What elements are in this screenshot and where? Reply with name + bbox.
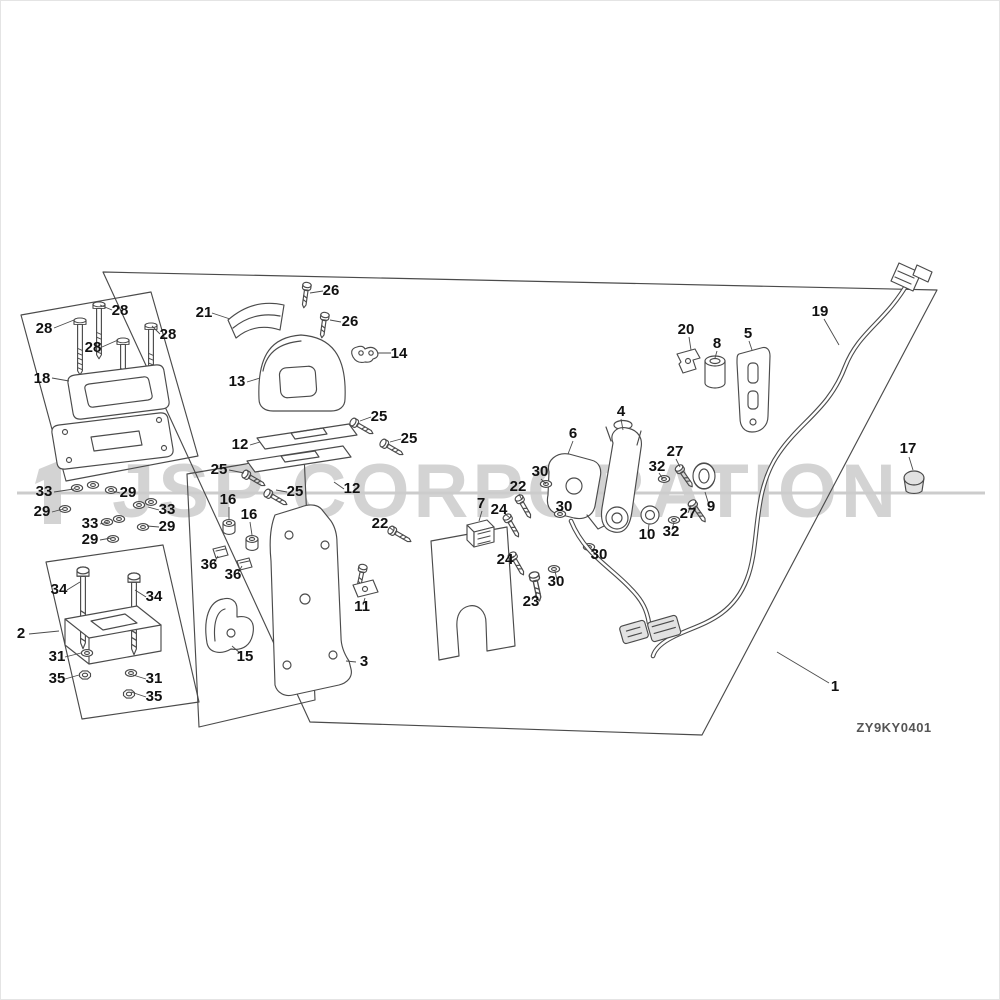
part-label-13: 13 [229,373,246,390]
part-label-20: 20 [678,321,695,338]
bracket-3-group [269,504,414,697]
part-label-28-d: 28 [160,326,177,343]
part-label-26-b: 26 [342,313,359,330]
part-label-14: 14 [391,345,408,362]
part-label-32-a: 32 [649,458,666,475]
leader-lines [28,290,914,698]
part-label-24-b: 24 [497,551,514,568]
part-label-6: 6 [569,425,577,442]
cap-17 [903,470,925,495]
part-label-34-a: 34 [51,581,68,598]
part-label-31-a: 31 [49,648,66,665]
part-label-36-a: 36 [201,556,218,573]
part-label-26-a: 26 [323,282,340,299]
panel-bottom-left [45,544,200,720]
clip-36-parts [212,545,253,571]
part-label-21: 21 [196,304,213,321]
part-label-30-b: 30 [556,498,573,515]
part-label-17: 17 [900,440,917,457]
part-label-24-a: 24 [491,501,508,518]
part-label-29-d: 29 [82,531,99,548]
part-label-9: 9 [707,498,715,515]
outer-sheet [102,271,938,736]
part-label-27-a: 27 [667,443,684,460]
part-label-34-b: 34 [146,588,163,605]
part-label-33-c: 33 [82,515,99,532]
clamp-11 [352,563,379,598]
part-label-7: 7 [477,495,485,512]
part-labels: 26 26 21 28 28 28 28 18 13 14 19 20 8 5 … [17,282,917,705]
clamp-20 [676,348,701,374]
part-label-25-a: 25 [371,408,388,425]
connector-top [890,262,933,292]
grommet-9 [692,462,716,490]
part-label-5: 5 [744,325,752,342]
lever-4-cluster [600,419,716,533]
part-label-1: 1 [831,678,839,695]
bracket-5 [736,346,771,433]
part-label-36-b: 36 [225,566,242,583]
part-label-3: 3 [360,653,368,670]
panel-top-left [20,291,199,482]
part-label-35-a: 35 [49,670,66,687]
part-label-25-d: 25 [287,483,304,500]
part-label-8: 8 [713,335,721,352]
part-label-12-b: 12 [344,480,361,497]
part-label-19: 19 [812,303,829,320]
part-label-33-a: 33 [36,483,53,500]
part-label-27-b: 27 [680,505,697,522]
part-label-22-b: 22 [372,515,389,532]
part-label-10: 10 [639,526,656,543]
switch-6-cluster [430,453,607,661]
part-label-32-b: 32 [663,523,680,540]
part-label-30-d: 30 [591,546,608,563]
part-label-33-b: 33 [159,501,176,518]
part-label-28-b: 28 [36,320,53,337]
part-label-2: 2 [17,625,25,642]
part-label-28-a: 28 [112,302,129,319]
part-label-15: 15 [237,648,254,665]
clip-14 [351,345,379,364]
part-label-29-a: 29 [120,484,137,501]
part-label-30-a: 30 [532,463,549,480]
part-label-16-b: 16 [241,506,258,523]
cable-19-group [568,262,933,659]
part-label-16-a: 16 [220,491,237,508]
part-label-25-b: 25 [401,430,418,447]
part-label-12-a: 12 [232,436,249,453]
housing-13-group [227,281,379,412]
panel-middle [186,453,316,728]
diagram-code: ZY9KY0401 [856,720,931,735]
part-label-22-a: 22 [510,478,527,495]
plate-12-group [240,416,406,509]
part-label-29-c: 29 [159,518,176,535]
part-label-35-b: 35 [146,688,163,705]
cylinder-8 [704,355,726,389]
grip-16-parts [222,519,259,551]
part-label-30-c: 30 [548,573,565,590]
part-label-18: 18 [34,370,51,387]
connector-pair-bottom [619,614,682,645]
cube-7 [466,519,495,548]
part-label-4: 4 [617,403,626,420]
part-label-31-b: 31 [146,670,163,687]
bracket-15 [205,597,254,653]
part-label-23: 23 [523,593,540,610]
part-label-25-c: 25 [211,461,228,478]
part-label-11: 11 [354,598,370,615]
part-label-29-b: 29 [34,503,51,520]
part-label-28-c: 28 [85,339,102,356]
